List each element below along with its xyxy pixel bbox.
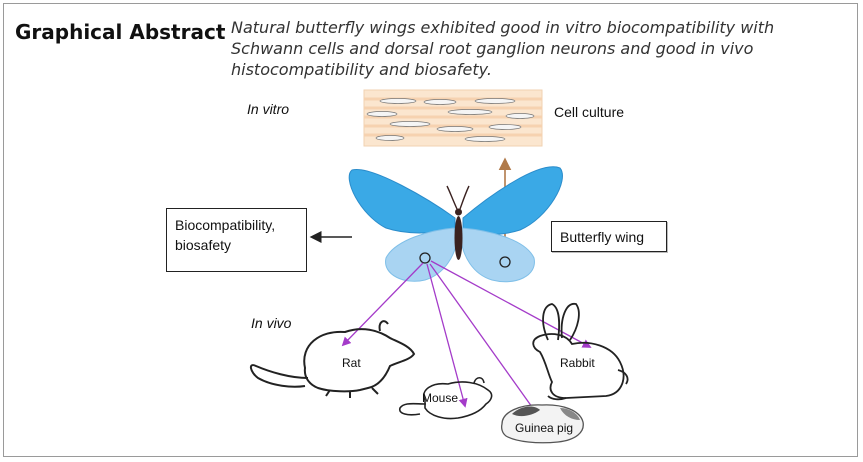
- in-vivo-label: In vivo: [251, 315, 292, 331]
- rat-label: Rat: [342, 356, 361, 370]
- abstract-title: Graphical Abstract: [15, 20, 226, 44]
- in-vitro-label: In vitro: [247, 101, 290, 117]
- butterfly-wing-box: Butterfly wing: [551, 221, 667, 252]
- abstract-description: Natural butterfly wings exhibited good i…: [231, 18, 775, 79]
- rabbit-label: Rabbit: [560, 356, 595, 370]
- sample-site-left: [419, 252, 431, 264]
- arrow-to-rabbit: [430, 260, 592, 348]
- mouse-icon: [398, 376, 493, 420]
- cell-culture-panel: [363, 89, 543, 147]
- rat-icon: [250, 320, 416, 398]
- mouse-label: Mouse: [422, 391, 459, 405]
- butterfly-wing-label: Butterfly wing: [560, 229, 645, 245]
- butterfly-icon: [348, 166, 563, 283]
- schwann-cell-icon: [366, 98, 535, 142]
- biocompatibility-box: Biocompatibility, biosafety: [166, 208, 307, 272]
- biocompatibility-line2: biosafety: [175, 237, 232, 253]
- arrow-to-rat: [341, 262, 424, 347]
- biocompatibility-line1: Biocompatibility,: [175, 217, 276, 233]
- guinea-pig-label: Guinea pig: [515, 421, 574, 435]
- rabbit-icon: [532, 303, 629, 401]
- arrow-to-guinea-pig: [429, 263, 539, 416]
- sample-site-right: [499, 256, 511, 268]
- cell-culture-label: Cell culture: [554, 104, 625, 120]
- guinea-pig-icon: [500, 404, 584, 444]
